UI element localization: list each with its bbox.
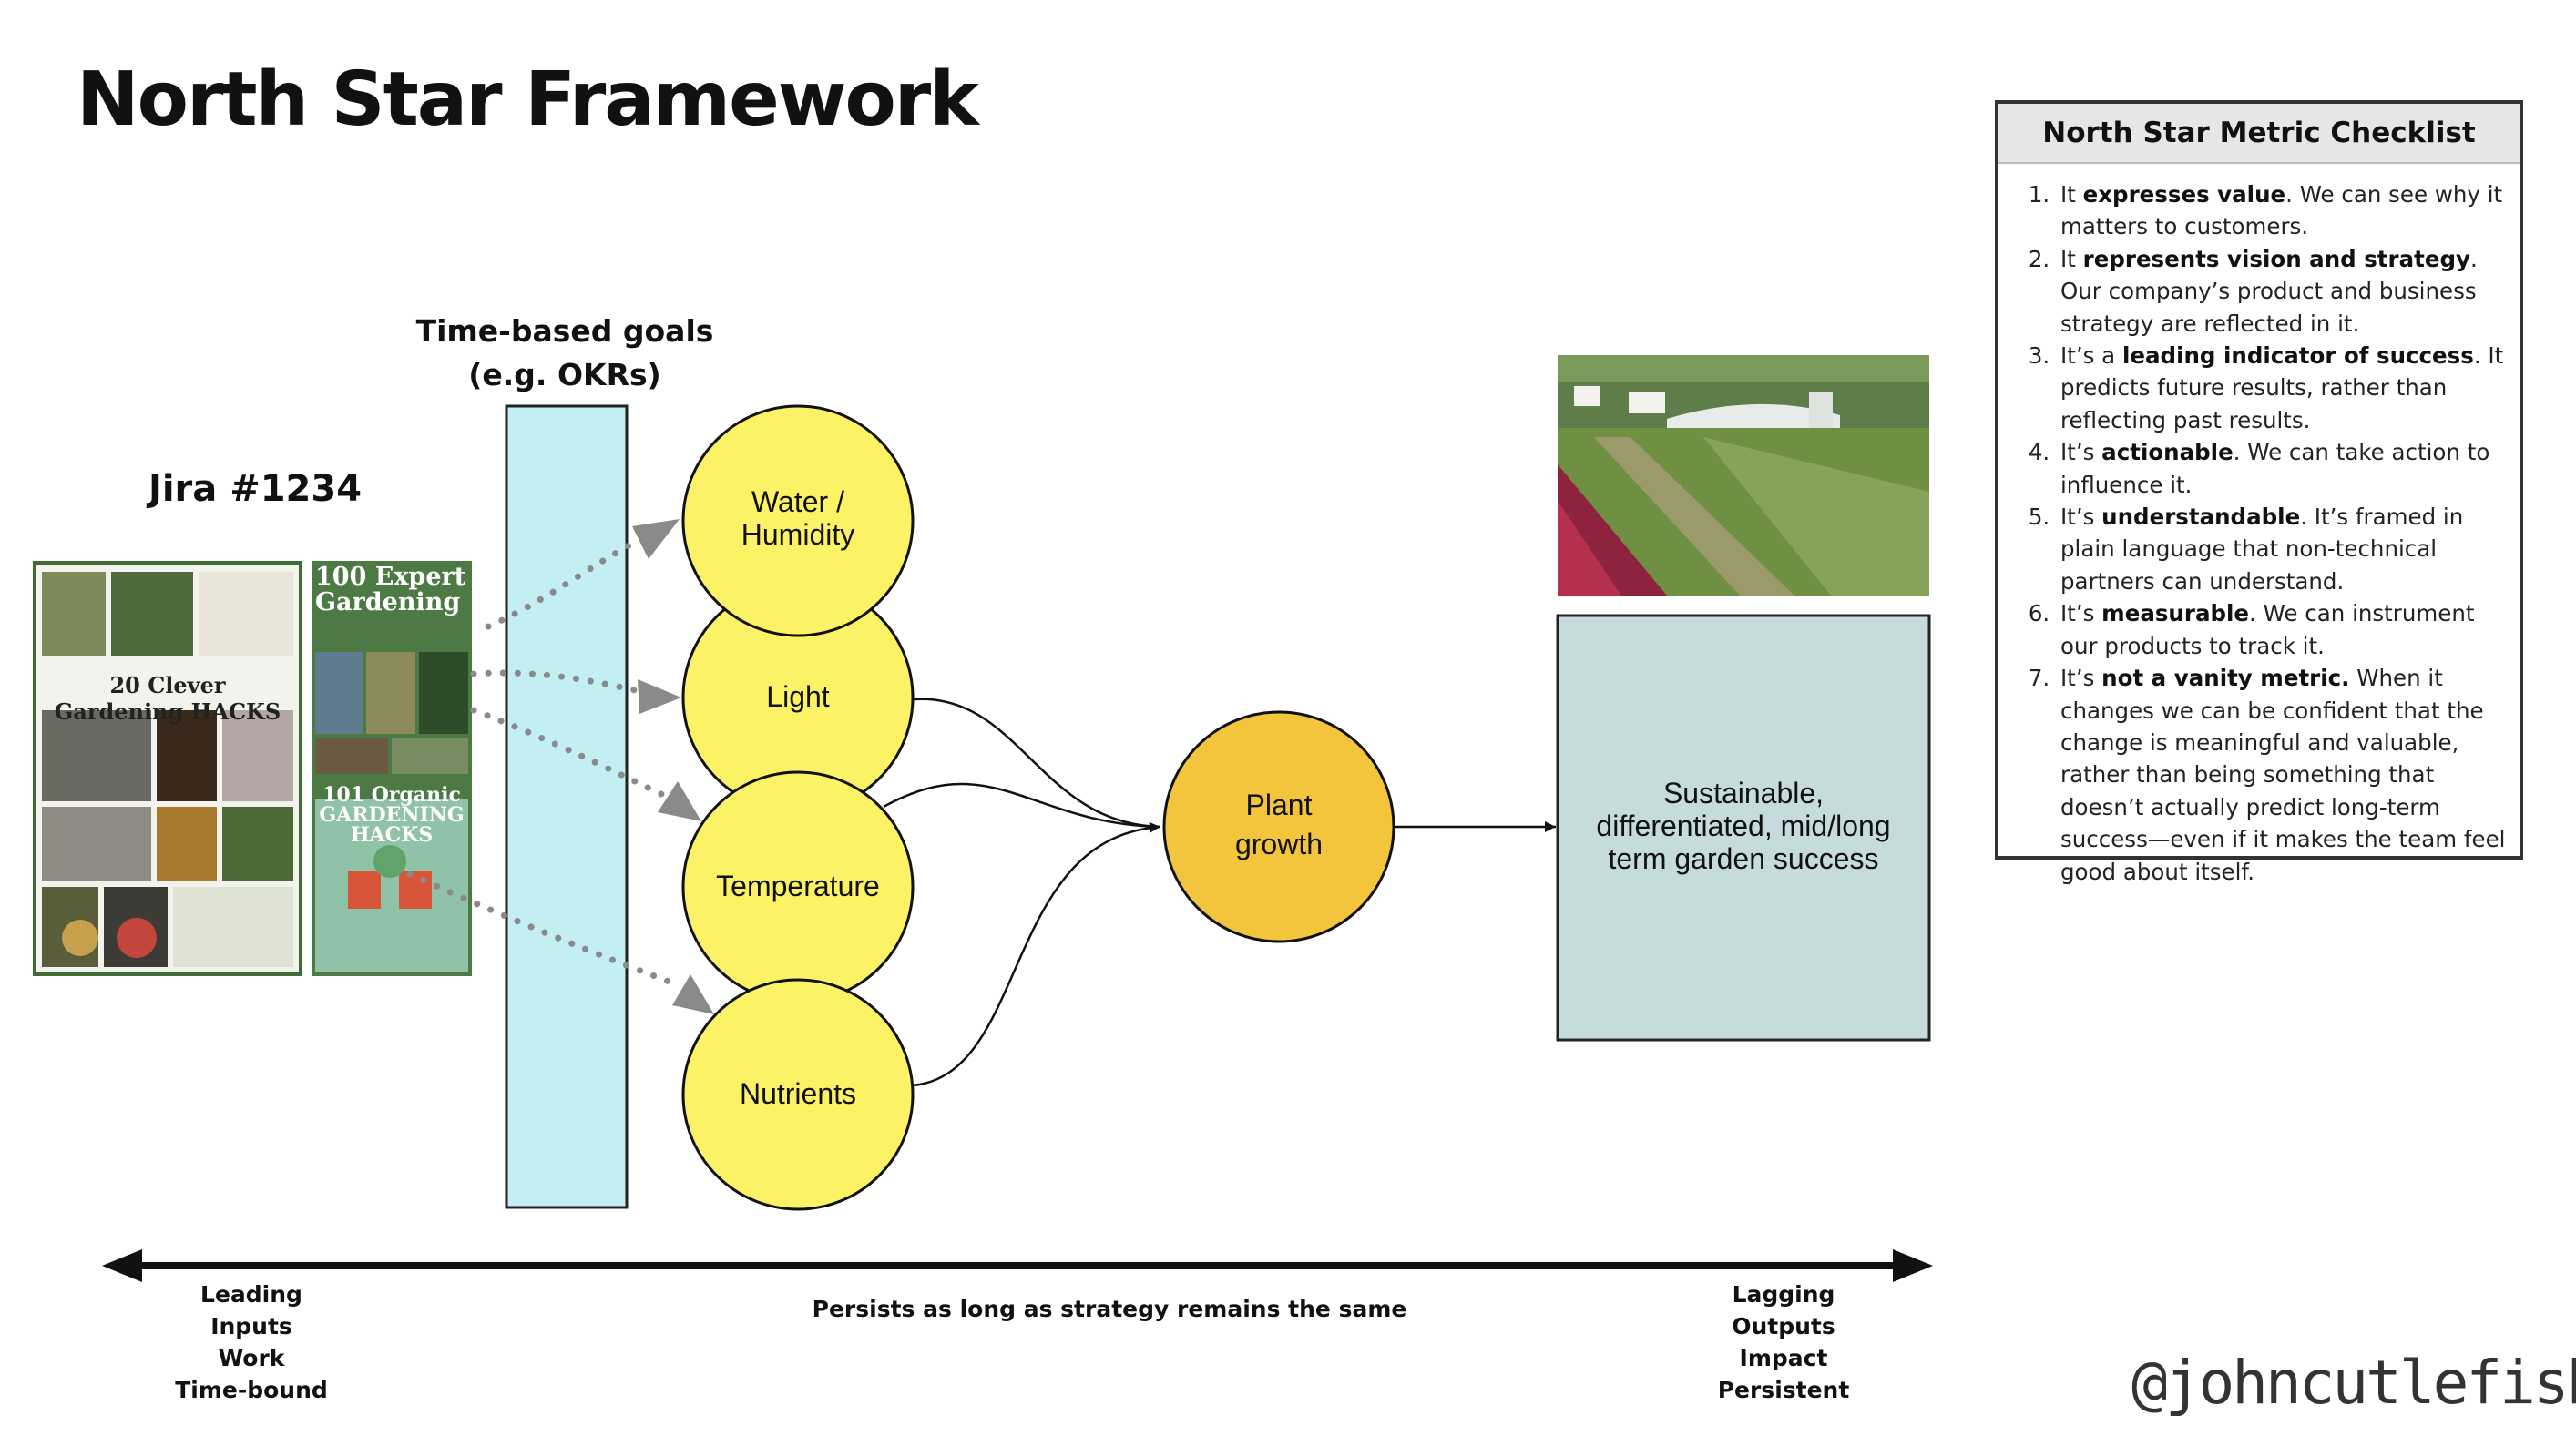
input-label-water-line2: Humidity [741,518,854,551]
axis-right-impact: Impact [1740,1345,1828,1371]
checklist-item: It’s understandable. It’s framed in plai… [2057,501,2507,597]
author-handle: @johncutlefish [2131,1348,2576,1418]
outcome-line2: differentiated, mid/long [1596,810,1890,842]
checklist-item: It’s a leading indicator of success. It … [2057,340,2507,436]
connector-light [912,698,1161,829]
north-star-label-line1: Plant [1246,789,1313,821]
input-circle-nutrients[interactable] [681,978,915,1211]
gardening-hacks-book-cover: 20 Clever Gardening HACKS [33,561,302,976]
checklist-title: North Star Metric Checklist [1998,104,2520,164]
outcome-box [1556,614,1931,1042]
dotted-arrowhead-nutrients [672,974,714,1014]
checklist-item: It represents vision and strategy. Our c… [2057,243,2507,340]
expert-gardening-book-cover: 100 Expert Gardening 101 Organic GARDENI… [312,561,472,976]
checklist-item: It expresses value. We can see why it ma… [2057,178,2507,243]
goals-label-line1: Time-based goals [415,313,714,349]
axis-left-leading: Leading [200,1281,302,1308]
page-title: North Star Framework [77,56,979,143]
axis-right-lagging: Lagging [1733,1281,1835,1308]
outcome-line1: Sustainable, [1663,777,1824,810]
north-star-circle[interactable] [1162,710,1395,943]
input-label-nutrients: Nutrients [740,1077,856,1110]
jira-label: Jira #1234 [148,468,363,510]
axis-right-persistent: Persistent [1718,1377,1850,1403]
checklist-item: It’s actionable. We can take action to i… [2057,436,2507,501]
connector-nutrients [912,821,1161,1087]
axis-left-inputs: Inputs [210,1313,292,1339]
dotted-arrow-temperature [470,707,669,799]
time-based-goals-bar [505,404,629,1209]
book1-title: 20 Clever Gardening HACKS [54,672,281,725]
input-label-light: Light [766,680,830,713]
timeline-left-arrowhead [102,1249,142,1282]
north-star-metric-checklist: North Star Metric Checklist It expresses… [1995,100,2523,885]
dotted-arrowhead-light [638,679,681,714]
dotted-arrowhead-temperature [658,781,701,821]
input-circle-water[interactable] [681,404,915,637]
book2-subtitle: 101 Organic GARDENING HACKS [319,783,465,847]
axis-left-work: Work [219,1345,286,1371]
axis-right-outputs: Outputs [1732,1313,1835,1339]
axis-left-time-bound: Time-bound [175,1377,328,1403]
farm-photo [1558,355,1929,596]
north-star-label-line2: growth [1235,828,1323,860]
input-label-temperature: Temperature [716,870,880,902]
time-based-goals-label: Time-based goals (e.g. OKRs) [392,310,738,397]
checklist-item: It’s not a vanity metric. When it change… [2057,662,2507,888]
goals-label-line2: (e.g. OKRs) [468,357,661,392]
axis-middle-label: Persists as long as strategy remains the… [813,1296,1407,1322]
input-label-water-line1: Water / [751,485,844,518]
checklist-list: It expresses value. We can see why it ma… [1998,178,2520,888]
book2-title: 100 Expert Gardening [315,563,466,616]
outcome-line3: term garden success [1608,842,1878,875]
checklist-item: It’s measurable. We can instrument our p… [2057,597,2507,662]
timeline-right-arrowhead [1893,1249,1933,1282]
connector-temperature [883,782,1161,829]
dotted-arrow-water [485,537,641,630]
dotted-arrow-nutrients [406,871,678,987]
dotted-arrowhead-water [632,519,680,559]
